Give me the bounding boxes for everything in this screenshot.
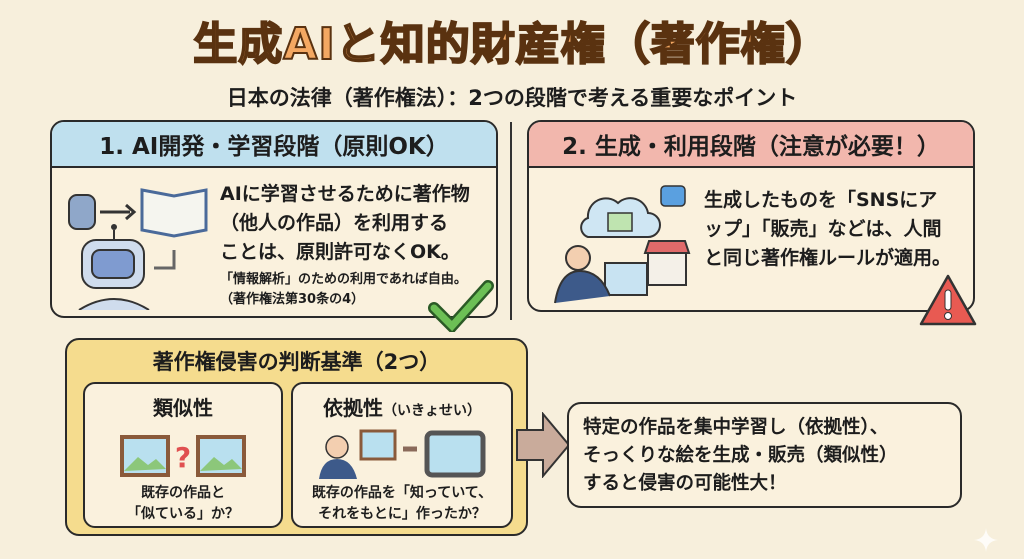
user-publishing-icon bbox=[554, 185, 691, 304]
page-subtitle: 日本の法律（著作権法）：2つの段階で考える重要なポイント bbox=[226, 86, 798, 110]
stage1-line: ことは、原則許可なくOK。 bbox=[220, 241, 460, 263]
conclusion-text: 特定の作品を集中学習し（依拠性）、 そっくりな絵を生成・販売（類似性） すると侵… bbox=[583, 414, 946, 498]
conclusion-line: 特定の作品を集中学習し（依拠性）、 bbox=[583, 417, 889, 438]
similarity-title: 類似性 bbox=[153, 396, 213, 420]
criteria-panel: 著作権侵害の判断基準（2つ） 類似性 ? 既存の作品と 「似ている」か？ 依拠性… bbox=[65, 338, 528, 536]
reliance-line: 既存の作品を「知っていて、 bbox=[311, 485, 493, 501]
stage1-panel: 1. AI開発・学習段階（原則OK） AIに学習させるために著作物 （他人の作品… bbox=[50, 120, 498, 318]
reference-artwork-icon bbox=[319, 429, 486, 479]
reliance-title-text: 依拠性 bbox=[323, 396, 383, 420]
stage1-line: AIに学習させるために著作物 bbox=[220, 183, 470, 205]
reliance-title: 依拠性（いきょせい） bbox=[293, 392, 511, 421]
reliance-line: それをもとに」作ったか？ bbox=[318, 506, 486, 522]
criteria-header: 著作権侵害の判断基準（2つ） bbox=[152, 350, 441, 374]
stage1-note-line: （著作権法第30条の4） bbox=[220, 292, 365, 307]
similar-pictures-icon: ? bbox=[120, 435, 246, 477]
conclusion-line: すると侵害の可能性大！ bbox=[583, 473, 787, 494]
stage2-description: 生成したものを「SNSにア ップ」「販売」などは、人間 と同じ著作権ルールが適用… bbox=[704, 186, 951, 273]
divider bbox=[510, 122, 512, 320]
svg-text:?: ? bbox=[175, 441, 191, 474]
stage2-header: 2. 生成・利用段階（注意が必要！） bbox=[529, 122, 973, 168]
stage1-description: AIに学習させるために著作物 （他人の作品）を利用する ことは、原則許可なくOK… bbox=[220, 180, 470, 267]
stage2-line: ップ」「販売」などは、人間 bbox=[704, 218, 942, 240]
reliance-reading: （いきょせい） bbox=[383, 403, 481, 419]
arrow-right-icon bbox=[516, 412, 571, 478]
stage1-header: 1. AI開発・学習段階（原則OK） bbox=[52, 122, 496, 168]
stage1-line: （他人の作品）を利用する bbox=[220, 212, 449, 234]
similarity-card: 類似性 ? 既存の作品と 「似ている」か？ bbox=[83, 382, 283, 528]
robot-learning-icon bbox=[68, 188, 208, 310]
stage2-panel: 2. 生成・利用段階（注意が必要！） 生成したものを「SNSにア ップ」「販売」… bbox=[527, 120, 975, 312]
sparkle-icon bbox=[974, 528, 998, 552]
stage2-line: 生成したものを「SNSにア bbox=[704, 189, 938, 211]
stage2-line: と同じ著作権ルールが適用。 bbox=[704, 247, 952, 269]
warning-icon bbox=[919, 274, 977, 326]
stage1-note-line: 「情報解析」のための利用であれば自由。 bbox=[220, 272, 467, 287]
page-title: 生成AIと知的財産権（著作権） bbox=[192, 18, 831, 71]
conclusion-line: そっくりな絵を生成・販売（類似性） bbox=[583, 445, 898, 466]
reliance-card: 依拠性（いきょせい） 既存の作品を「知っていて、 それをもとに」作ったか？ bbox=[291, 382, 513, 528]
stage1-note: 「情報解析」のための利用であれば自由。 （著作権法第30条の4） bbox=[220, 270, 467, 310]
similarity-line: 既存の作品と bbox=[141, 485, 225, 501]
similarity-line: 「似ている」か？ bbox=[127, 506, 239, 522]
checkmark-icon bbox=[428, 280, 494, 332]
conclusion-panel: 特定の作品を集中学習し（依拠性）、 そっくりな絵を生成・販売（類似性） すると侵… bbox=[567, 402, 962, 508]
